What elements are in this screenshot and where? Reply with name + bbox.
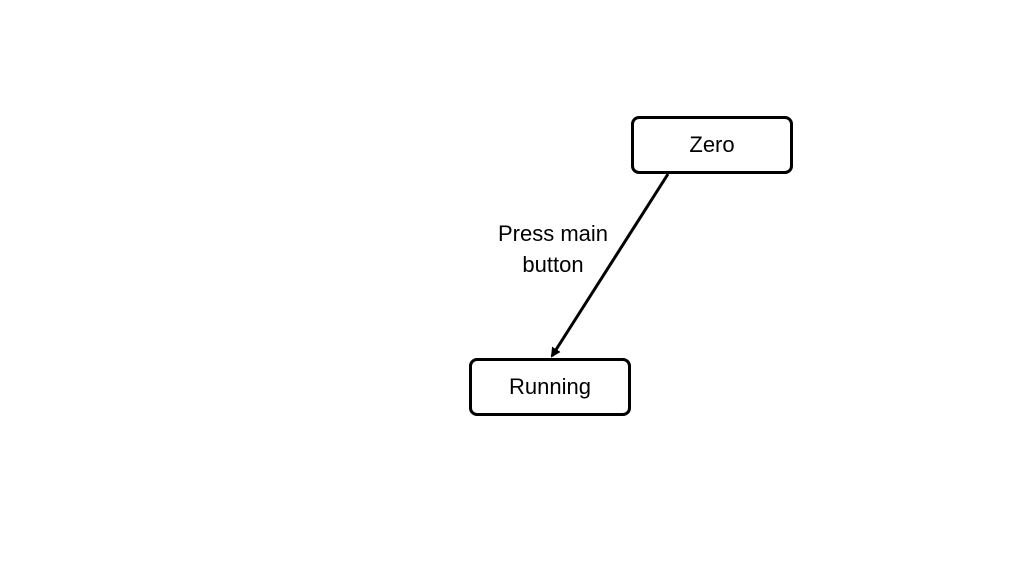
- state-zero-label: Zero: [689, 132, 735, 157]
- state-running-label: Running: [509, 374, 591, 399]
- transition-label-line1: Press main: [497, 221, 609, 246]
- transition-label-line2: button: [522, 252, 584, 277]
- state-running: Running: [469, 358, 631, 416]
- state-zero: Zero: [631, 116, 793, 174]
- transition-label: Press main button: [478, 218, 628, 280]
